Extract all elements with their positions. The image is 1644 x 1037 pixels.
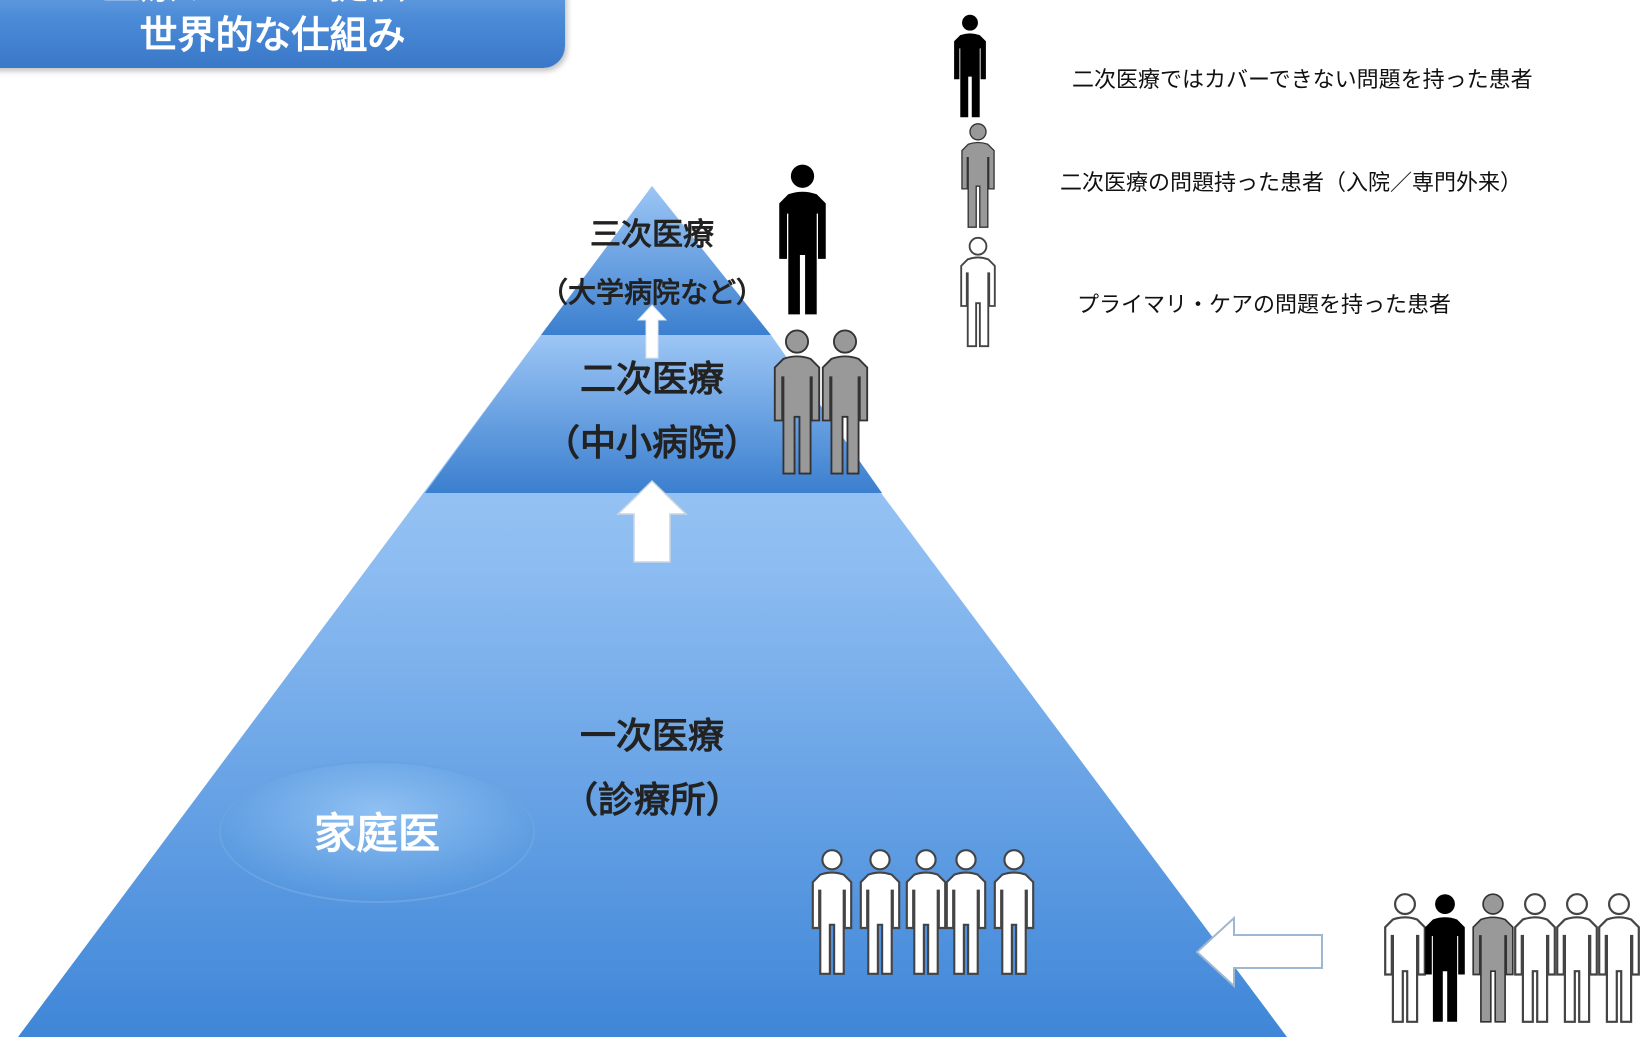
family-doctor-label: 家庭医 — [314, 809, 440, 858]
legend-gray-patient-icon — [961, 122, 995, 229]
incoming-white-patient-icon — [1598, 893, 1640, 1023]
incoming-patient-group — [1384, 893, 1640, 1023]
pyramid-secondary-tier — [425, 335, 882, 493]
incoming-white-patient-icon — [1514, 893, 1556, 1023]
up-arrow-icon — [616, 479, 688, 563]
incoming-black-patient-icon — [1425, 894, 1465, 1022]
legend-label-gray: 二次医療の問題持った患者（入院／専門外来） — [1060, 171, 1523, 196]
incoming-white-patient-icon — [1556, 893, 1598, 1023]
secondary-name: 二次医療 — [580, 359, 724, 400]
title-line-1: 医療サービス提供の — [0, 0, 565, 10]
family-doctor-oval — [219, 761, 535, 903]
legend-black-patient-icon — [954, 14, 986, 118]
up-arrow-icon — [636, 304, 668, 359]
legend-white-patient-icon — [960, 236, 996, 348]
pyramid-tertiary-tier — [541, 186, 771, 335]
primary-name: 一次医療 — [580, 716, 724, 757]
title-line-2: 世界的な仕組み — [139, 13, 406, 57]
primary-detail: （診療所） — [562, 780, 742, 821]
legend-label-white: プライマリ・ケアの問題を持った患者 — [1077, 293, 1452, 318]
tertiary-patient-icon — [779, 164, 826, 315]
secondary-detail: （中小病院） — [544, 423, 760, 464]
tertiary-name: 三次医療 — [590, 217, 714, 253]
tertiary-detail: （大学病院など） — [540, 276, 764, 309]
legend-label-black: 二次医療ではカバーできない問題を持った患者 — [1072, 68, 1533, 93]
left-arrow-icon — [1195, 915, 1323, 989]
incoming-white-patient-icon — [1384, 893, 1426, 1023]
diagram-title: 医療サービス提供の 世界的な仕組み — [0, 0, 565, 68]
incoming-gray-patient-icon — [1472, 893, 1514, 1023]
